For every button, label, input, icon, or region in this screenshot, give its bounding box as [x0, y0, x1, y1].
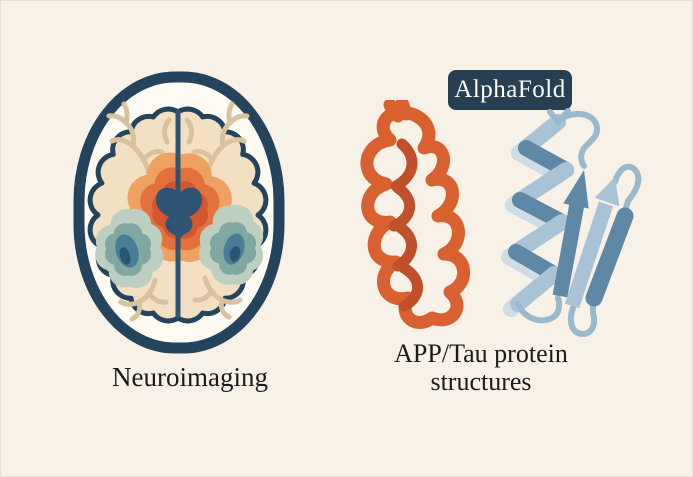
- thalamus-butterfly-shape: [155, 187, 203, 241]
- connecting-loop-bottom-left: [515, 295, 563, 324]
- beta-strand-arrow-light: [564, 177, 620, 309]
- helix-outline-path: [360, 105, 471, 329]
- protein-caption: APP/Tau protein structures: [381, 340, 581, 396]
- connecting-loop-top: [547, 108, 600, 169]
- blood-vessel-branches: [106, 101, 250, 322]
- connecting-loop-right: [612, 163, 642, 217]
- alpha-helix-ribbon-illustration: [360, 100, 471, 329]
- protein-caption-line1: APP/Tau protein: [394, 339, 568, 368]
- cool-region-right: [198, 204, 264, 285]
- helix-top-fork: [383, 100, 413, 123]
- beta-strand-bar: [585, 207, 634, 307]
- cool-region-left: [95, 208, 164, 289]
- beta-sheet-ribbon-illustration: [501, 108, 642, 337]
- helix-twist-path: [388, 138, 423, 312]
- helix-coil-segments: [508, 114, 574, 312]
- connecting-loop-bottom-right: [567, 297, 598, 337]
- protein-caption-line2: structures: [430, 367, 532, 396]
- beta-strand-arrow-dark: [552, 170, 589, 298]
- alphafold-badge: AlphaFold: [448, 70, 572, 110]
- brain-top-view-illustration: [73, 71, 285, 354]
- neuroimaging-caption: Neuroimaging: [112, 362, 268, 392]
